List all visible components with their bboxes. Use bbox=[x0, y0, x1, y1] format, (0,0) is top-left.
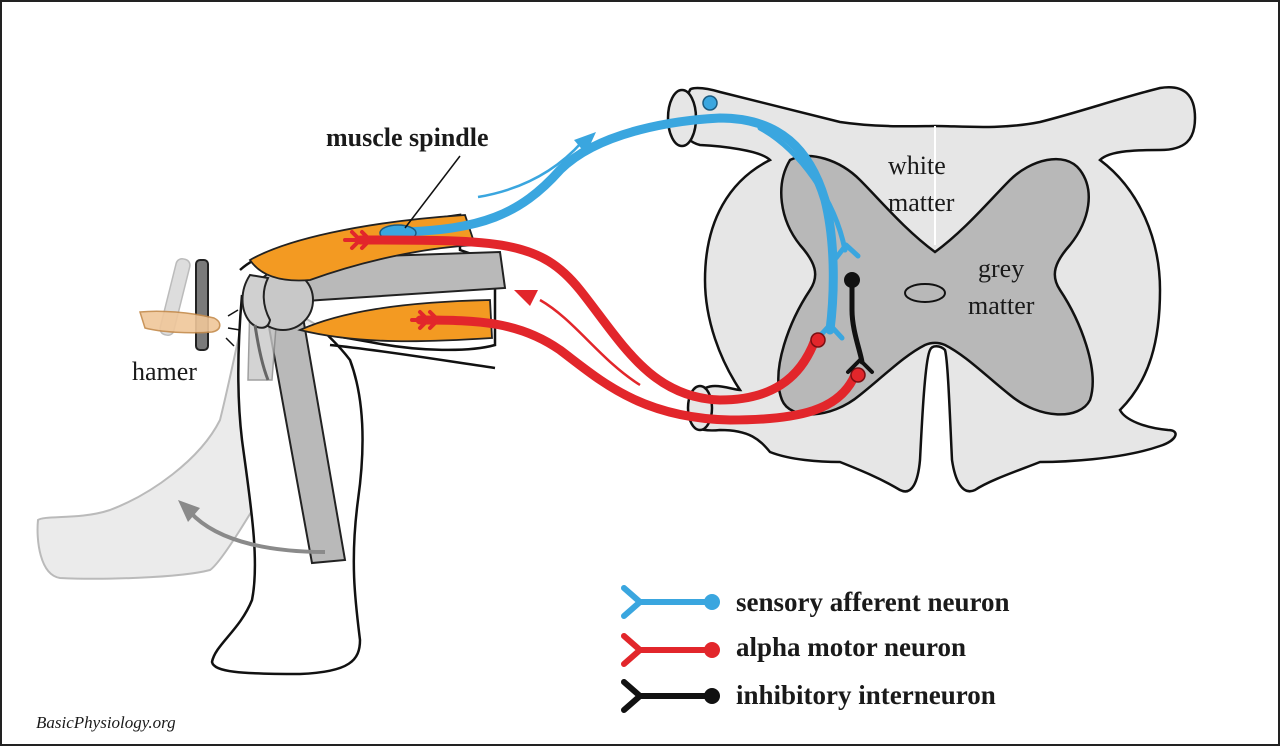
calf-back-outline bbox=[329, 343, 496, 370]
motor-neuron-soma bbox=[850, 367, 866, 383]
label-white-matter-1: white bbox=[888, 151, 946, 180]
impact-line bbox=[225, 337, 235, 347]
legend-motor-dot bbox=[704, 642, 720, 658]
hammer-hand bbox=[139, 310, 221, 334]
efferent-direction-arrow bbox=[539, 298, 641, 387]
sensory-terminal bbox=[833, 242, 861, 261]
legend-motor-symbol bbox=[621, 633, 713, 667]
afferent-direction-arrowhead bbox=[574, 132, 596, 154]
legend-sensory-symbol bbox=[621, 585, 713, 619]
interneuron-soma bbox=[844, 272, 860, 288]
interneuron-terminal bbox=[846, 358, 874, 374]
leg bbox=[36, 213, 507, 676]
legend-motor-label: alpha motor neuron bbox=[736, 632, 966, 662]
legend-sensory-label: sensory afferent neuron bbox=[736, 587, 1009, 617]
legend-interneuron-label: inhibitory interneuron bbox=[736, 680, 996, 710]
label-grey-matter-1: grey bbox=[978, 254, 1024, 283]
muscle-spindle-leader bbox=[404, 155, 461, 229]
motor-endplate-flexor bbox=[410, 310, 442, 330]
sensory-axon bbox=[395, 113, 838, 335]
label-grey-matter-2: matter bbox=[968, 291, 1035, 320]
motor-endplate-extensor bbox=[343, 230, 374, 250]
hammer-handle bbox=[195, 259, 209, 351]
inhibitory-interneuron-path bbox=[844, 272, 874, 374]
label-white-matter-2: matter bbox=[888, 188, 955, 217]
motor-axon-flexor bbox=[415, 315, 860, 425]
lower-leg-outline bbox=[210, 294, 364, 676]
credit-text: BasicPhysiology.org bbox=[36, 713, 176, 732]
leg-movement-arrow bbox=[188, 510, 326, 554]
label-hammer: hamer bbox=[132, 357, 197, 386]
legend: sensory afferent neuron alpha motor neur… bbox=[621, 585, 1009, 713]
efferent-direction-arrowhead bbox=[514, 290, 538, 306]
afferent-direction-arrow bbox=[477, 141, 583, 199]
legend-interneuron-dot bbox=[704, 688, 720, 704]
impact-line bbox=[227, 309, 239, 317]
impact-line bbox=[227, 327, 241, 331]
leg-movement-arrowhead bbox=[178, 500, 200, 522]
patellar-tendon bbox=[253, 324, 270, 381]
legend-sensory-dot bbox=[704, 594, 720, 610]
reflex-hammer bbox=[139, 257, 241, 351]
motor-axon-extensor bbox=[355, 235, 820, 405]
label-muscle-spindle: muscle spindle bbox=[326, 123, 489, 152]
legend-interneuron-symbol bbox=[621, 679, 713, 713]
alpha-motor-paths bbox=[343, 230, 866, 425]
legend-item-interneuron: inhibitory interneuron bbox=[621, 679, 996, 713]
legend-item-sensory: sensory afferent neuron bbox=[621, 585, 1009, 619]
legend-item-motor: alpha motor neuron bbox=[621, 632, 966, 667]
sensory-branch bbox=[757, 125, 848, 253]
patella bbox=[241, 273, 272, 329]
dorsal-root-ganglion bbox=[702, 95, 718, 111]
motor-neuron-soma bbox=[810, 332, 826, 348]
central-canal bbox=[904, 283, 946, 303]
interneuron-axon bbox=[849, 280, 865, 365]
